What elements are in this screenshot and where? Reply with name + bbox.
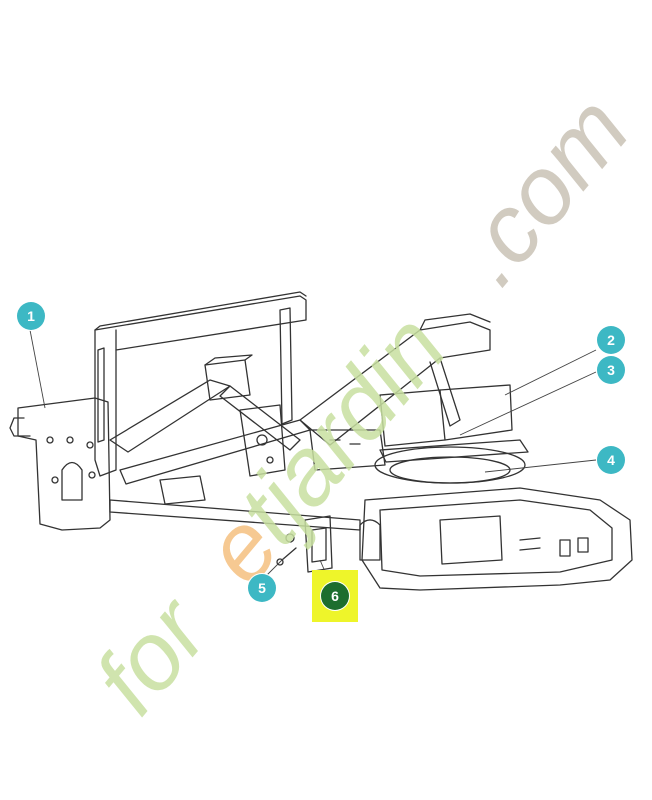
callout-6-highlight: 6: [312, 570, 358, 622]
callout-5[interactable]: 5: [248, 574, 276, 602]
callout-4-label: 4: [607, 452, 615, 468]
callout-3-label: 3: [607, 362, 615, 378]
callout-6[interactable]: 6: [321, 582, 349, 610]
callout-3[interactable]: 3: [597, 356, 625, 384]
callout-4[interactable]: 4: [597, 446, 625, 474]
callout-2-label: 2: [607, 332, 615, 348]
callout-1[interactable]: 1: [17, 302, 45, 330]
callout-1-label: 1: [27, 308, 35, 324]
callout-2[interactable]: 2: [597, 326, 625, 354]
callout-6-label: 6: [331, 588, 339, 604]
callout-5-label: 5: [258, 580, 266, 596]
